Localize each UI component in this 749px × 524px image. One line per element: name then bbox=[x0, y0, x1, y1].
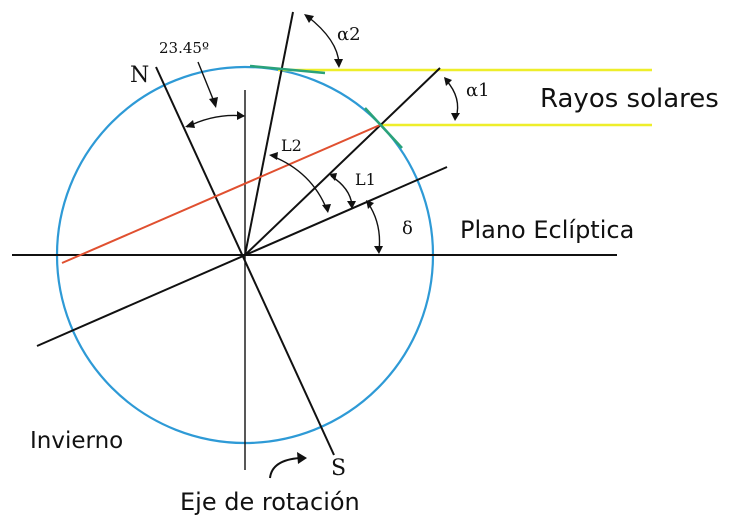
l1-label: L1 bbox=[355, 170, 376, 189]
tilt-leader bbox=[197, 61, 216, 105]
tangent-lower bbox=[364, 107, 403, 149]
latitude-line-l1 bbox=[244, 67, 441, 256]
alpha2-arrow-top bbox=[304, 14, 314, 23]
north-label: N bbox=[130, 63, 149, 88]
south-label: S bbox=[331, 456, 346, 481]
rotation-axis-label: Eje de rotación bbox=[180, 488, 360, 516]
alpha1-arrow-bottom bbox=[451, 113, 460, 121]
winter-label: Invierno bbox=[30, 428, 123, 454]
delta-arrow-top bbox=[366, 200, 374, 209]
alpha2-arrow-bottom bbox=[334, 59, 343, 68]
l1-arrow-top bbox=[329, 173, 337, 181]
rotation-axis-pointer bbox=[269, 457, 301, 479]
l1-arc bbox=[330, 175, 353, 206]
l1-arrow-bottom bbox=[347, 201, 356, 209]
delta-line bbox=[36, 166, 448, 347]
latitude-line-l2 bbox=[244, 11, 294, 256]
ecliptic-plane-label: Plano Eclíptica bbox=[460, 216, 634, 244]
delta-label: δ bbox=[402, 218, 413, 239]
tilt-arrow-right bbox=[237, 111, 245, 120]
alpha1-arc bbox=[445, 79, 459, 119]
sun-rays-label: Rayos solares bbox=[540, 84, 719, 114]
tilt-angle-label: 23.45º bbox=[159, 39, 209, 57]
tangent-upper bbox=[249, 64, 326, 75]
l2-label: L2 bbox=[281, 136, 302, 155]
rotation-axis-pointer-head bbox=[297, 452, 307, 464]
l2-arrow-bottom bbox=[322, 204, 331, 213]
delta-arrow-bottom bbox=[374, 246, 383, 254]
delta-arc bbox=[367, 202, 381, 252]
tilt-arrow-left bbox=[185, 120, 195, 128]
l2-arc bbox=[271, 155, 328, 211]
alpha2-label: α2 bbox=[337, 24, 361, 45]
alpha2-arc bbox=[306, 15, 340, 65]
latitude-chord bbox=[61, 124, 381, 264]
l2-arrow-top bbox=[269, 152, 278, 160]
tilt-leader-arrow bbox=[209, 97, 218, 108]
alpha1-arrow-top bbox=[444, 77, 452, 86]
tilt-angle-arc bbox=[186, 114, 245, 128]
rotation-axis-line bbox=[155, 66, 335, 456]
alpha1-label: α1 bbox=[466, 80, 490, 101]
